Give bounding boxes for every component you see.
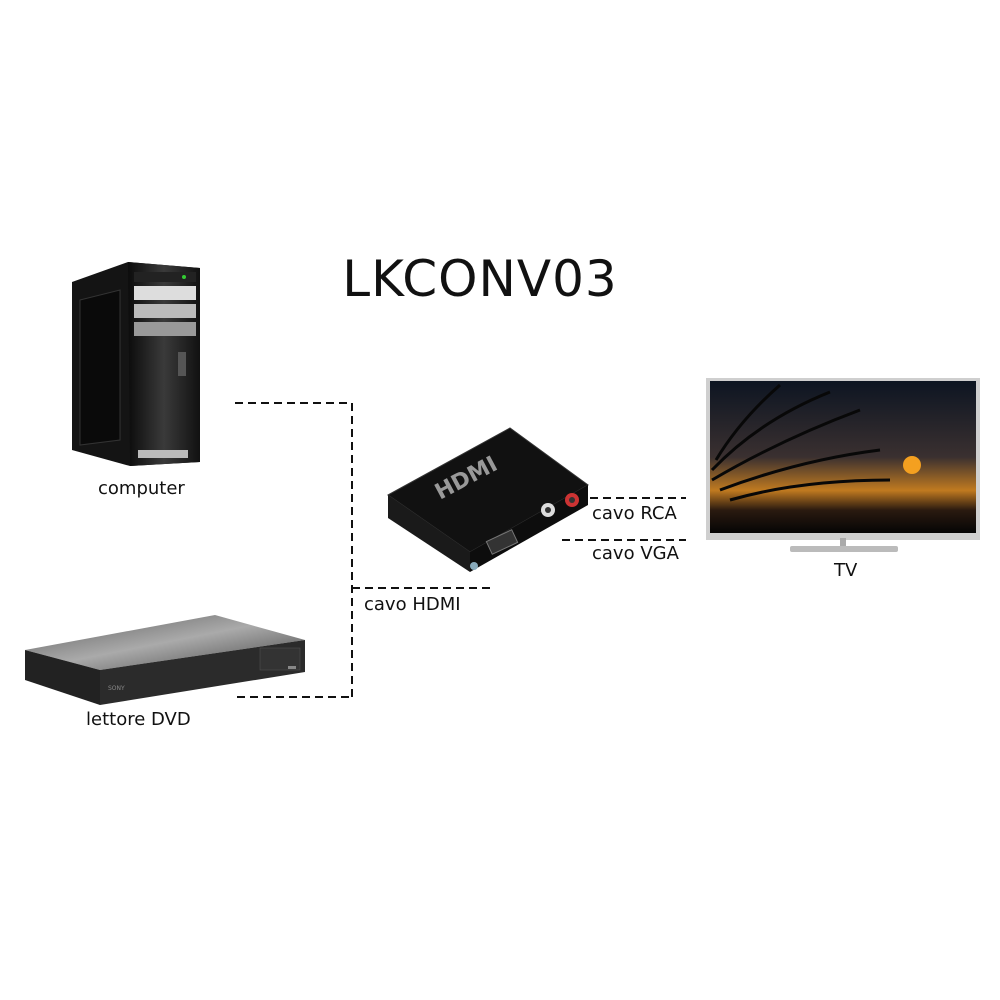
hdmi-vga-converter-icon: HDMI — [387, 427, 589, 572]
tv-icon — [706, 378, 980, 552]
dvd-label: lettore DVD — [86, 709, 191, 730]
hdmi-cable-label: cavo HDMI — [364, 594, 461, 615]
product-title: LKCONV03 — [342, 250, 618, 308]
svg-text:SONY: SONY — [108, 685, 125, 692]
computer-label: computer — [98, 478, 185, 499]
computer-connection-line — [235, 402, 353, 697]
vga-cable-label: cavo VGA — [592, 543, 679, 564]
tv-label: TV — [834, 560, 858, 581]
computer-tower-icon — [72, 262, 200, 466]
rca-cable-label: cavo RCA — [592, 503, 677, 524]
dvd-player-icon: SONY — [25, 615, 305, 705]
